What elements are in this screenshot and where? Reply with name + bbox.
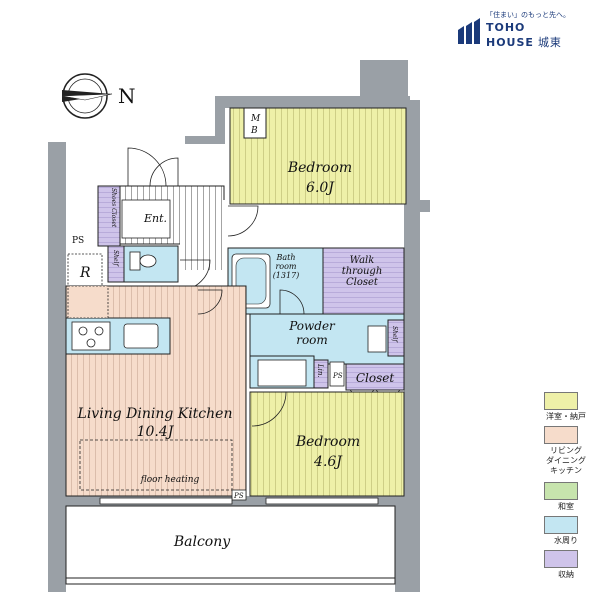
legend-item-japanese-room: 和室 — [532, 482, 600, 512]
washer-icon — [257, 359, 307, 387]
entrance-label: Ent. — [143, 212, 167, 225]
bedroom-top-size: 6.0J — [306, 180, 335, 196]
hall-floor — [180, 200, 226, 270]
ldk-name: Living Dining Kitchen — [77, 406, 233, 422]
legend-label: 和室 — [558, 502, 574, 511]
meter-box-b: B — [250, 126, 258, 136]
bath-door-icon — [279, 289, 305, 315]
balcony-label: Balcony — [173, 534, 231, 550]
wtc-line3: Closet — [346, 277, 379, 288]
ps-bottom-label: PS — [233, 492, 244, 500]
compass-icon — [61, 73, 113, 119]
balcony-windows — [99, 497, 379, 505]
bedroom-top-name: Bedroom — [287, 160, 352, 176]
ps-small-box — [329, 361, 345, 387]
bedroom-bottom-size: 4.6J — [313, 454, 343, 470]
meter-box — [243, 107, 267, 139]
bedroom-bottom-door-icon — [251, 391, 287, 427]
floor-heating-label: floor heating — [140, 475, 200, 485]
legend-swatch — [544, 482, 578, 500]
linen-label: Lin. — [316, 363, 324, 378]
legend-swatch — [544, 550, 578, 568]
washbasin-icon — [367, 325, 387, 353]
floor-heating-area — [79, 439, 233, 491]
shoes-closet-label: Shoes Closet — [110, 188, 117, 228]
legend-label: リビング ダイニング キッチン — [546, 446, 586, 475]
entrance-landing — [121, 199, 171, 239]
balcony-area — [65, 505, 396, 581]
shelf-right-label: Shelf — [391, 326, 398, 343]
legend-item-storage: 収納 — [532, 550, 600, 580]
legend-label: 収納 — [558, 570, 574, 579]
legend-item-western-room: 洋室・納戸 — [532, 392, 600, 422]
toho-house-logo-icon — [458, 18, 480, 44]
refrigerator-label: R — [79, 265, 91, 281]
wtc-line1: Walk — [350, 255, 375, 266]
brand-tagline: 「住まい」のもっと先へ。 — [486, 11, 570, 19]
color-legend: 洋室・納戸 リビング ダイニング キッチン 和室 水周り 収納 — [532, 392, 600, 592]
closet-label: Closet — [356, 371, 395, 385]
legend-swatch — [544, 392, 578, 410]
balcony-railing — [65, 577, 396, 585]
walk-through-closet — [322, 247, 405, 315]
legend-swatch — [544, 426, 578, 444]
refrigerator-space — [67, 253, 103, 287]
bath-label-line1: Bath — [275, 253, 295, 262]
linen-closet — [313, 359, 329, 389]
bath-label-line2: room — [275, 262, 296, 271]
ps-small-label: PS — [332, 372, 343, 380]
bath-label-line3: (1317) — [273, 271, 300, 280]
meter-box-m: M — [250, 114, 261, 124]
ps-bottom-box — [231, 489, 247, 501]
powder-line2: room — [296, 333, 328, 347]
stove-icon — [71, 321, 111, 351]
exterior-walls — [48, 60, 430, 592]
shelf-left-label: Shelf — [112, 250, 119, 267]
closet — [345, 363, 405, 391]
wtc-line2: through — [342, 266, 383, 277]
legend-swatch — [544, 516, 578, 534]
shelf-right — [387, 319, 405, 357]
kitchen-sink-icon — [123, 323, 159, 349]
bedroom-bottom-floor — [249, 391, 405, 497]
brand-name-house: HOUSE — [486, 36, 534, 49]
legend-label: 洋室・納戸 — [546, 412, 586, 421]
legend-item-ldk: リビング ダイニング キッチン — [532, 426, 600, 476]
compass-north-label: N — [118, 84, 136, 108]
kitchen-cupboard — [67, 285, 109, 319]
bedroom-bottom-name: Bedroom — [295, 434, 360, 450]
ldk-size: 10.4J — [137, 424, 175, 440]
legend-label: 水周り — [554, 536, 578, 545]
ps-top-label: PS — [72, 236, 84, 246]
brand-name-line1: TOHO — [486, 21, 526, 34]
brand-name-kanji: 城東 — [537, 36, 562, 49]
legend-item-water: 水周り — [532, 516, 600, 546]
powder-line1: Powder — [288, 319, 336, 333]
toilet-icon — [129, 251, 157, 271]
ldk-door-icon — [197, 289, 223, 315]
entrance-door-icon — [127, 147, 179, 187]
